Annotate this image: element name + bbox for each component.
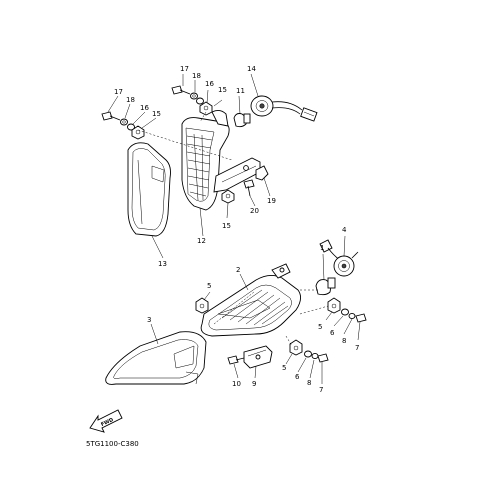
callout-12: 12 (197, 237, 206, 245)
callout-13: 13 (158, 260, 167, 268)
lower-hardware-bottom (289, 339, 329, 363)
callout-11: 11 (236, 87, 245, 95)
callout-2: 2 (236, 266, 240, 274)
part-1-bulb (315, 277, 336, 296)
part-12-housing (181, 109, 261, 211)
callout-9: 9 (252, 380, 256, 388)
callout-1: 1 (320, 244, 324, 252)
upper-hardware-top (171, 85, 213, 116)
part-4-socket (319, 239, 359, 277)
callout-8-bottom: 8 (307, 379, 311, 387)
upper-hardware-bracket (221, 165, 269, 204)
callout-15-lower: 15 (222, 222, 231, 230)
part-14-socket (250, 95, 318, 122)
callout-8-right: 8 (342, 337, 346, 345)
callout-7-bottom: 7 (319, 386, 323, 394)
part-3-lens-cover (105, 331, 207, 385)
callout-10: 10 (232, 380, 241, 388)
callout-20: 20 (250, 207, 259, 215)
upper-leader-lines (107, 73, 271, 259)
part-13-lens-cover (127, 142, 171, 237)
callout-17-left: 17 (114, 88, 123, 96)
callout-5-left: 5 (207, 282, 211, 290)
callout-17-top: 17 (180, 65, 189, 73)
callout-16-left: 16 (140, 104, 149, 112)
callout-18-top: 18 (192, 72, 201, 80)
callout-4: 4 (342, 226, 347, 234)
callout-18-left: 18 (126, 96, 135, 104)
callout-16-top: 16 (205, 80, 214, 88)
callout-15-left: 15 (152, 110, 161, 118)
part-11-bulb (233, 113, 251, 128)
lower-leader-lines (150, 235, 361, 384)
lower-hardware-right (327, 297, 367, 323)
callout-6-bottom: 6 (295, 373, 300, 381)
part-9-bracket (243, 345, 273, 369)
forward-direction-arrow: FWD (89, 409, 123, 433)
diagram-code: 5TG1100-C380 (86, 440, 139, 448)
callout-6-right: 6 (330, 329, 335, 337)
callout-labels: 17 18 16 15 11 14 17 18 16 15 19 20 15 1… (114, 65, 359, 394)
fwd-label: FWD (100, 417, 114, 428)
part-10-bolt (227, 355, 245, 365)
callout-3: 3 (147, 316, 151, 324)
lower-hardware-left (195, 297, 209, 314)
callout-7-right: 7 (355, 344, 359, 352)
callout-19: 19 (267, 197, 276, 205)
callout-14: 14 (247, 65, 256, 73)
callout-5-right: 5 (318, 323, 322, 331)
part-2-housing (200, 263, 301, 337)
callout-5-bottom: 5 (282, 364, 286, 372)
upper-hardware-left (101, 111, 145, 140)
callout-15-top: 15 (218, 86, 227, 94)
